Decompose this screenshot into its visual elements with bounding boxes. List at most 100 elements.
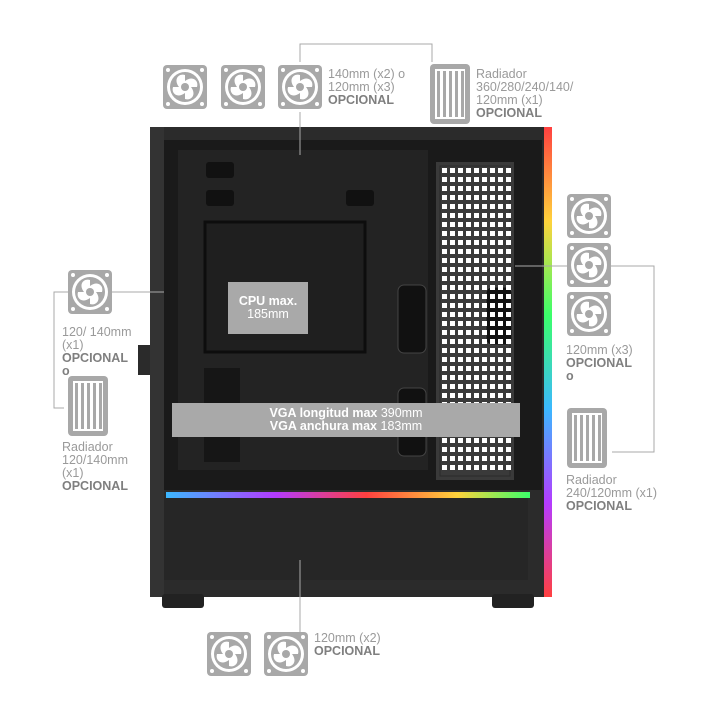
perforation-hole	[474, 393, 479, 398]
perforation-hole	[458, 195, 463, 200]
perforation-hole	[450, 222, 455, 227]
perforation-hole	[490, 240, 495, 245]
perforation-hole	[442, 384, 447, 389]
perforation-hole	[506, 375, 511, 380]
perforation-hole	[466, 339, 471, 344]
perforation-hole	[442, 258, 447, 263]
perforation-hole	[450, 213, 455, 218]
perforation-hole	[458, 393, 463, 398]
perforation-hole	[490, 276, 495, 281]
perforation-hole	[474, 204, 479, 209]
perforation-hole	[490, 438, 495, 443]
perforation-hole	[466, 447, 471, 452]
perforation-hole	[450, 456, 455, 461]
perforation-hole	[474, 285, 479, 290]
perforation-hole	[506, 240, 511, 245]
perforation-hole	[506, 312, 511, 317]
perforation-hole	[458, 384, 463, 389]
perforation-hole	[474, 465, 479, 470]
perforation-hole	[506, 204, 511, 209]
perforation-hole	[458, 168, 463, 173]
perforation-hole	[482, 222, 487, 227]
perforation-hole	[490, 339, 495, 344]
perforation-hole	[450, 204, 455, 209]
perforation-hole	[506, 231, 511, 236]
vga-clearance-label: VGA longitud max 390mm VGA anchura max 1…	[269, 406, 423, 433]
perforation-hole	[506, 339, 511, 344]
perforation-hole	[490, 465, 495, 470]
perforation-hole	[474, 168, 479, 173]
perforation-hole	[450, 348, 455, 353]
perforation-hole	[482, 393, 487, 398]
perforation-hole	[466, 375, 471, 380]
perforation-hole	[442, 231, 447, 236]
perforation-hole	[506, 348, 511, 353]
perforation-hole	[474, 438, 479, 443]
perforation-hole	[466, 186, 471, 191]
perforation-hole	[458, 276, 463, 281]
perforation-hole	[482, 267, 487, 272]
perforation-hole	[442, 285, 447, 290]
perforation-hole	[474, 240, 479, 245]
perforation-hole	[474, 249, 479, 254]
perforation-hole	[498, 357, 503, 362]
perforation-hole	[466, 330, 471, 335]
perforation-hole	[490, 303, 495, 308]
perforation-hole	[490, 393, 495, 398]
perforation-hole	[506, 303, 511, 308]
perforation-hole	[442, 177, 447, 182]
front-radiator-label: Radiador 240/120mm (x1) OPCIONAL	[566, 473, 658, 513]
perforation-hole	[458, 312, 463, 317]
perforation-hole	[490, 204, 495, 209]
perforation-hole	[458, 285, 463, 290]
perforation-hole	[466, 222, 471, 227]
perforation-hole	[458, 222, 463, 227]
perforation-hole	[482, 438, 487, 443]
perforation-hole	[498, 177, 503, 182]
bottom-fan-icon-2	[264, 632, 308, 676]
perforation-hole	[498, 276, 503, 281]
perforation-hole	[458, 456, 463, 461]
perforation-hole	[506, 294, 511, 299]
perforation-hole	[498, 240, 503, 245]
perforation-hole	[466, 195, 471, 200]
perforation-hole	[442, 465, 447, 470]
perforation-hole	[466, 204, 471, 209]
perforation-hole	[458, 465, 463, 470]
perforation-hole	[466, 213, 471, 218]
perforation-hole	[490, 366, 495, 371]
perforation-hole	[506, 447, 511, 452]
perforation-hole	[482, 321, 487, 326]
perforation-hole	[498, 465, 503, 470]
perforation-hole	[506, 438, 511, 443]
perforation-hole	[506, 186, 511, 191]
perforation-hole	[466, 249, 471, 254]
perforation-hole	[450, 231, 455, 236]
perforation-hole	[442, 348, 447, 353]
perforation-hole	[458, 366, 463, 371]
perforation-hole	[474, 357, 479, 362]
perforation-hole	[482, 213, 487, 218]
perforation-hole	[474, 348, 479, 353]
perforation-hole	[442, 312, 447, 317]
perforation-hole	[474, 330, 479, 335]
top-fans-label: 140mm (x2) o 120mm (x3) OPCIONAL	[328, 67, 406, 107]
perforation-hole	[506, 249, 511, 254]
perforation-hole	[466, 312, 471, 317]
perforation-hole	[506, 267, 511, 272]
perforation-hole	[482, 384, 487, 389]
perforation-hole	[450, 366, 455, 371]
perforation-hole	[482, 339, 487, 344]
perforation-hole	[466, 465, 471, 470]
perforation-hole	[474, 276, 479, 281]
perforation-hole	[482, 258, 487, 263]
perforation-hole	[498, 249, 503, 254]
perforation-hole	[490, 375, 495, 380]
perforation-hole	[442, 303, 447, 308]
perforation-hole	[490, 249, 495, 254]
perforation-hole	[490, 312, 495, 317]
perforation-hole	[474, 258, 479, 263]
perforation-hole	[490, 294, 495, 299]
perforation-hole	[498, 384, 503, 389]
perforation-hole	[498, 375, 503, 380]
